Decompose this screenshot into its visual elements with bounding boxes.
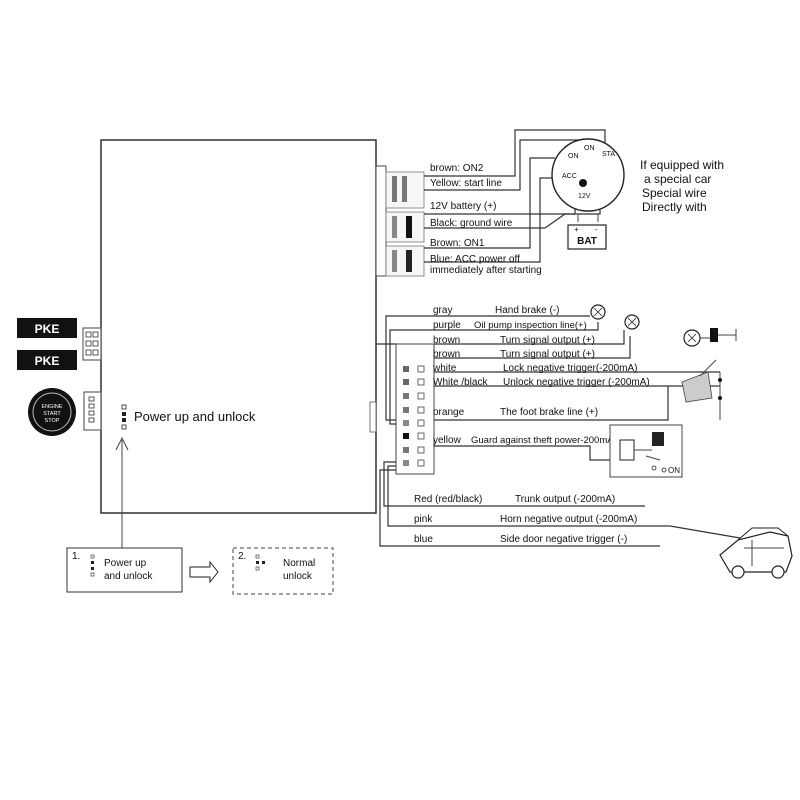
ign-wire-2: 12V battery (+) <box>430 201 496 212</box>
main-wire-color-7: yellow <box>433 435 462 446</box>
switch-on: ON <box>568 153 579 160</box>
main-wire-fn-7: Guard against theft power-200mA <box>471 435 614 446</box>
button-connector <box>83 391 102 431</box>
main-wire-color-3: brown <box>433 349 460 360</box>
brake-pedal-icon <box>681 359 722 403</box>
engine-button-line2: START <box>43 411 61 417</box>
pke-badge-2 <box>17 350 77 370</box>
module-box <box>100 139 377 514</box>
ignition-connector <box>375 165 425 277</box>
main-wire-color-1: purple <box>433 320 461 331</box>
ign-wire-5: Blue: ACC power off <box>430 254 520 265</box>
lamp-icon-1 <box>590 304 606 320</box>
brake-lamp-icon <box>683 328 737 347</box>
ignition-switch: ON ON STA ACC 12V <box>551 138 625 212</box>
main-wire-color-10: blue <box>414 534 433 545</box>
note-line-2: Special wire <box>642 186 707 200</box>
main-wire-color-8: Red (red/black) <box>414 494 482 505</box>
main-wire-color-5: White /black <box>433 377 488 388</box>
note-line-1: a special car <box>644 172 711 186</box>
main-wire-fn-5: Unlock negative trigger (-200mA) <box>503 377 650 388</box>
engine-start-stop-button: ENGINE START STOP <box>28 388 76 436</box>
note-line-0: If equipped with <box>640 158 724 172</box>
pke-badge-1 <box>17 318 77 338</box>
legend-step2-box <box>232 547 334 595</box>
ign-wire-4: Brown: ON1 <box>430 238 485 249</box>
main-wire-fn-10: Side door negative trigger (-) <box>500 534 627 545</box>
engine-button-line1: ENGINE <box>41 404 62 410</box>
legend-step2-line2: unlock <box>283 571 313 582</box>
main-wires <box>376 315 741 547</box>
ign-wire-6: immediately after starting <box>430 265 542 276</box>
main-wire-color-6: orange <box>433 407 465 418</box>
main-wire-fn-9: Horn negative output (-200mA) <box>500 514 637 525</box>
main-wire-fn-4: Lock negative trigger(-200mA) <box>503 363 638 374</box>
legend-step1-num: 1. <box>72 551 80 562</box>
legend-step1-box <box>66 547 183 593</box>
pke-connector <box>82 327 102 361</box>
switch-12v: 12V <box>578 193 591 200</box>
relay-box: ON <box>609 424 683 478</box>
switch-acc: ACC <box>562 173 577 180</box>
main-wire-fn-6: The foot brake line (+) <box>500 407 598 418</box>
main-wire-color-9: pink <box>414 514 433 525</box>
ign-wire-0: brown: ON2 <box>430 163 484 174</box>
legend-step2-line1: Normal <box>283 558 315 569</box>
engine-button-line3: STOP <box>45 418 60 424</box>
main-wire-color-2: brown <box>433 335 460 346</box>
battery-minus: - <box>595 225 598 234</box>
main-wire-fn-2: Turn signal output (+) <box>500 335 595 346</box>
main-connector <box>369 343 435 475</box>
lamp-icon-2 <box>624 314 640 330</box>
legend-step1-line2: and unlock <box>104 571 153 582</box>
pke-badge-1-label: PKE <box>35 322 60 336</box>
battery-label: BAT <box>577 236 597 247</box>
battery-plus: + <box>574 225 579 234</box>
module-indicator-label: Power up and unlock <box>134 409 256 424</box>
main-wire-fn-8: Trunk output (-200mA) <box>515 494 615 505</box>
main-wire-fn-1: Oil pump inspection line(+) <box>474 320 587 331</box>
main-wire-color-0: gray <box>433 305 452 316</box>
legend-step1-line1: Power up <box>104 558 147 569</box>
legend-step2-indicator <box>255 554 265 571</box>
ign-wire-3: Black: ground wire <box>430 218 513 229</box>
car-icon <box>719 527 793 579</box>
switch-on2: ON <box>584 145 595 152</box>
ign-wire-1: Yellow: start line <box>430 178 502 189</box>
switch-sta: STA <box>602 151 615 158</box>
relay-on: ON <box>668 466 680 475</box>
note-line-3: Directly with <box>642 200 707 214</box>
battery: + - BAT <box>567 224 607 250</box>
legend-arrow-icon <box>189 560 219 584</box>
main-wire-color-4: white <box>432 363 457 374</box>
main-wire-fn-0: Hand brake (-) <box>495 305 559 316</box>
legend-step2-num: 2. <box>238 551 246 562</box>
indicator-arrow <box>115 436 129 548</box>
module-indicator <box>121 404 127 430</box>
legend-step1-indicator <box>90 554 95 577</box>
main-wire-fn-3: Turn signal output (+) <box>500 349 595 360</box>
pke-badge-2-label: PKE <box>35 354 60 368</box>
